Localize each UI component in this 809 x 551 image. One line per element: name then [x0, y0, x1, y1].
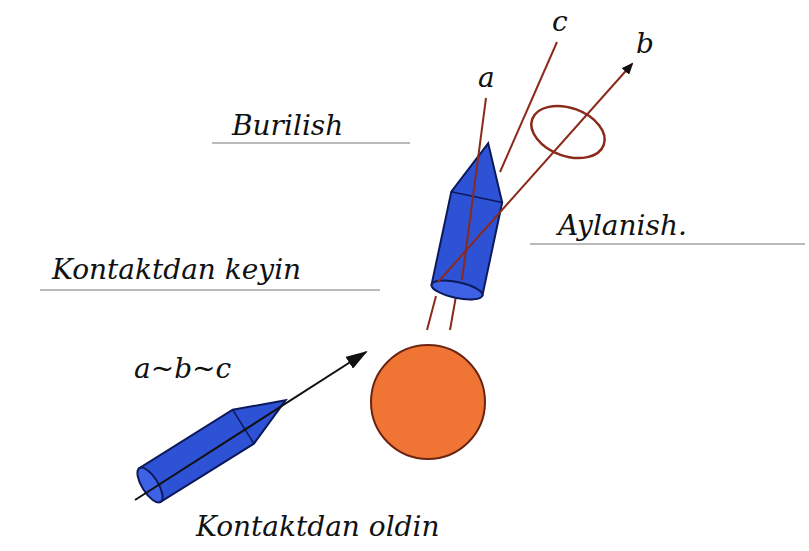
handwritten-label: c — [552, 8, 568, 36]
target-ball — [371, 345, 485, 459]
handwritten-label: b — [636, 30, 654, 58]
underline — [40, 289, 380, 290]
axis-line — [450, 296, 456, 330]
handwritten-label: Aylanish. — [558, 212, 687, 240]
handwritten-label: a~b~c — [134, 355, 231, 383]
handwritten-label: Burilish — [232, 112, 343, 140]
bullet-before — [133, 383, 297, 506]
axis-line — [427, 296, 436, 330]
underline — [212, 142, 410, 143]
handwritten-label: Kontaktdan oldin — [196, 513, 440, 541]
axis-b — [438, 64, 632, 282]
handwritten-label: Kontaktdan keyin — [52, 256, 301, 284]
rotation-ellipse — [524, 96, 612, 167]
motion-arrow — [135, 352, 366, 500]
handwritten-label: a — [478, 64, 495, 92]
axis-a — [462, 98, 486, 280]
underline — [530, 243, 805, 244]
